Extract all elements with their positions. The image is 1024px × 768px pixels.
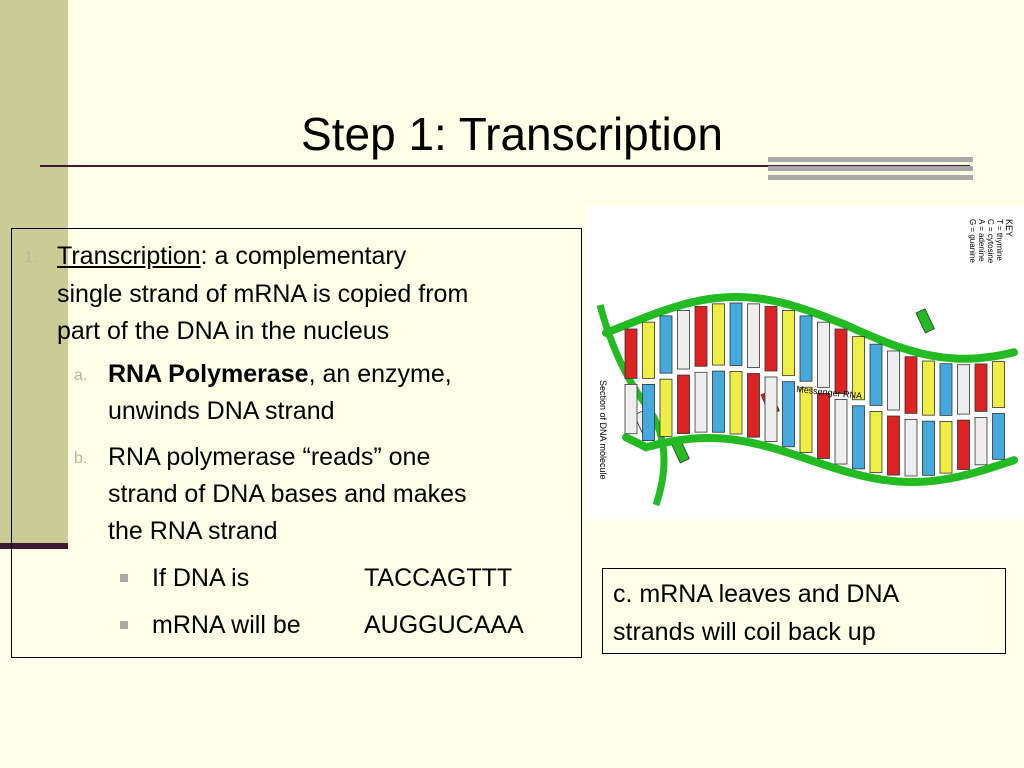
item-1-line-2: single strand of mRNA is copied from	[57, 280, 469, 308]
dna-base	[922, 420, 935, 476]
subitem-b-line-1: RNA polymerase “reads” one	[108, 443, 431, 471]
dna-base	[729, 371, 743, 435]
title-decor-bars	[768, 157, 973, 180]
dna-base	[974, 363, 988, 412]
key-entry: T = thymine	[995, 219, 1004, 261]
dna-base	[624, 328, 638, 379]
dna-base	[782, 310, 795, 377]
dna-base	[904, 356, 918, 414]
dna-base	[642, 383, 655, 442]
dna-base	[904, 418, 918, 477]
bullet-label: If DNA is	[152, 564, 250, 592]
free-nucleotide	[915, 308, 935, 334]
subitem-b-letter: b.	[74, 450, 88, 467]
dna-base	[659, 315, 673, 374]
dna-base	[939, 363, 953, 416]
dna-base	[852, 336, 865, 401]
dna-base	[677, 374, 690, 434]
dna-base	[764, 376, 778, 442]
slide-title: Step 1: Transcription	[301, 108, 723, 160]
dna-base	[747, 373, 760, 438]
term-rna-polymerase: RNA Polymerase	[108, 360, 309, 388]
content-box: 1. Transcription: a complementary single…	[11, 228, 582, 658]
key-title: KEY	[1004, 219, 1014, 237]
caption-box: c. mRNA leaves and DNA strands will coil…	[602, 568, 1006, 654]
caption-line-1: c. mRNA leaves and DNA	[613, 580, 900, 608]
dna-base	[624, 383, 638, 435]
bullet-value: TACCAGTTT	[364, 564, 513, 592]
dna-base	[747, 303, 760, 368]
subitem-b-line-3: the RNA strand	[108, 517, 278, 545]
dna-backbone	[602, 293, 1018, 363]
dna-base	[887, 415, 900, 476]
dna-base	[869, 411, 883, 474]
bullet-value: AUGGUCAAA	[364, 611, 524, 639]
dna-base	[677, 310, 690, 370]
dna-base	[694, 306, 708, 367]
dna-base	[957, 364, 970, 415]
dna-base	[729, 302, 743, 366]
dna-base	[799, 386, 813, 453]
dna-side-label: Section of DNA molecule	[598, 380, 608, 480]
caption-line-2: strands will coil back up	[613, 618, 876, 646]
dna-base	[957, 419, 970, 470]
title-rule	[40, 165, 970, 167]
bullet-square	[120, 574, 128, 582]
subitem-a-line-1: RNA Polymerase, an enzyme,	[108, 355, 452, 393]
dna-backbone	[622, 433, 1018, 486]
dna-base	[922, 360, 935, 416]
key-entry: A = adenine	[977, 219, 986, 262]
term-transcription: Transcription	[57, 242, 201, 270]
dna-base	[659, 378, 673, 437]
dna-base	[817, 392, 830, 459]
dna-base	[642, 321, 655, 379]
dna-base	[817, 321, 830, 388]
dna-base	[852, 405, 865, 470]
subitem-b-line-2: strand of DNA bases and makes	[108, 480, 467, 508]
dna-base	[869, 343, 883, 406]
dna-base	[992, 361, 1005, 408]
dna-illustration: KEY T = thymine C = cytosine A = adenine…	[596, 219, 1018, 507]
bullet-label: mRNA will be	[152, 611, 301, 639]
dna-base	[974, 416, 988, 466]
dna-base	[712, 303, 725, 366]
subitem-a-text: , an enzyme,	[308, 360, 452, 388]
dna-base	[799, 315, 813, 382]
item-1-line-3: part of the DNA in the nucleus	[57, 317, 390, 345]
key-entry: C = cytosine	[986, 219, 995, 264]
dna-base	[712, 370, 725, 433]
dna-base	[834, 328, 848, 394]
item-1-text: : a complementary	[200, 242, 407, 270]
key-entry: G = guanine	[968, 219, 977, 263]
item-number: 1.	[24, 249, 38, 266]
dna-base	[887, 350, 900, 411]
bullet-square	[120, 621, 128, 629]
dna-base	[939, 421, 953, 474]
dna-base	[834, 399, 848, 465]
dna-figure: KEY T = thymine C = cytosine A = adenine…	[586, 205, 1024, 519]
dna-base	[694, 371, 708, 433]
dna-base	[992, 413, 1005, 460]
dna-base	[764, 306, 778, 372]
subitem-a-letter: a.	[74, 367, 88, 384]
item-1-line-1: Transcription: a complementary	[57, 237, 406, 275]
left-decor-bar	[0, 543, 68, 549]
subitem-a-line-2: unwinds DNA strand	[108, 397, 335, 425]
dna-base	[782, 381, 795, 448]
